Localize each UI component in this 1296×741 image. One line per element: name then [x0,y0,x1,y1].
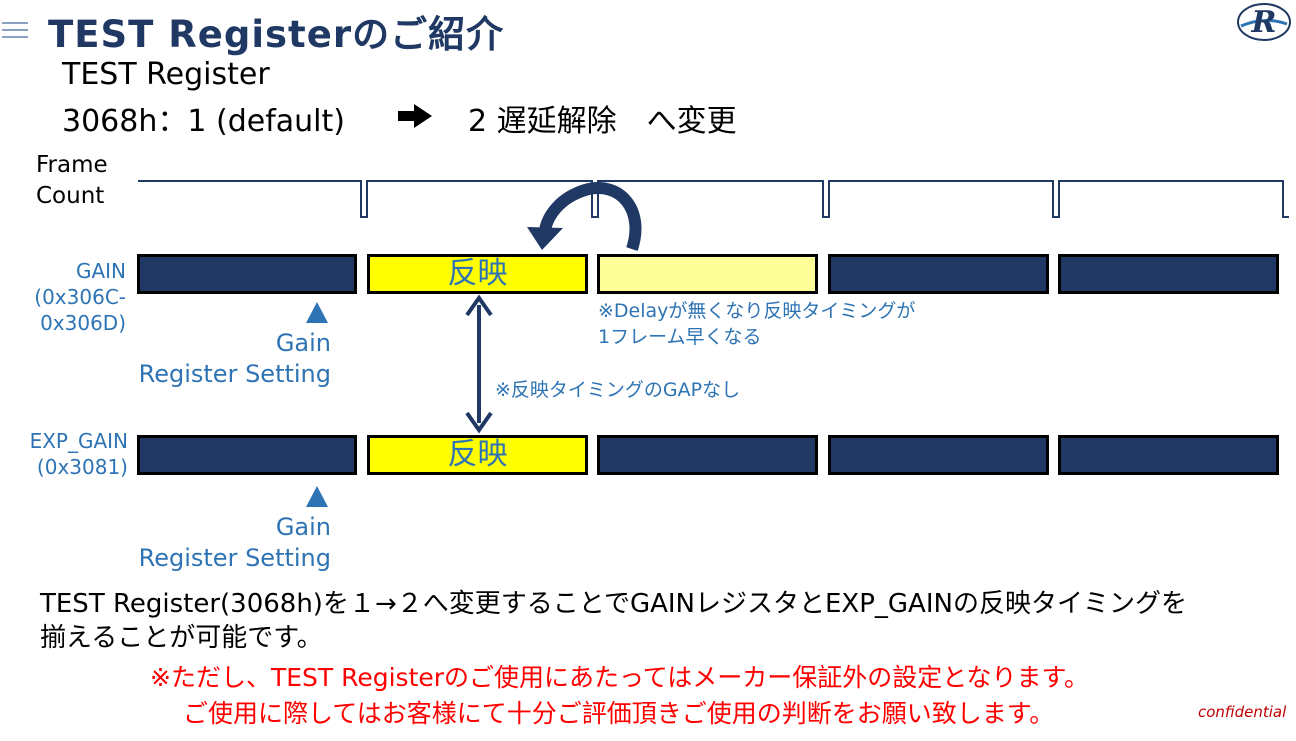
subtitle-line2-left: 3068h：1 (default) [62,104,345,139]
curved-arrow-head [527,227,563,250]
exp-gain-frame-box-reflect: 反映 [367,435,588,475]
exp-gain-frame-box [1058,435,1279,475]
description-line2: 揃えることが可能です。 [40,623,323,653]
svg-text:R: R [1251,5,1277,40]
frame-count-label: Frame Count [36,152,108,209]
right-arrow-icon [398,104,432,132]
gap-note: ※反映タイミングのGAPなし [495,379,741,401]
subtitle-line2-right: 2 遅延解除 へ変更 [468,104,737,139]
up-triangle-icon [306,486,328,507]
gain-frame-box [1058,254,1279,294]
gain-frame-box [828,254,1049,294]
gain-register-setting-label: Gain Register Setting [138,329,331,388]
frame-count-waveform [138,180,1289,218]
gain-frame-box-pale [597,254,818,294]
subtitle-line1: TEST Register [62,57,270,92]
exp-gain-frame-box [828,435,1049,475]
warning-line2: ご使用に際してはお客様にて十分ご評価頂きご使用の判断をお願い致します。 [183,699,1055,728]
exp-gain-register-label: EXP_GAIN (0x3081) [29,429,128,479]
warning-line1: ※ただし、TEST Registerのご使用にあたってはメーカー保証外の設定とな… [150,663,1090,692]
company-logo: R [1237,2,1291,42]
exp-gain-register-setting-label: Gain Register Setting [138,513,331,572]
menu-icon[interactable] [2,22,28,43]
up-triangle-icon [306,302,328,323]
gain-frame-box [137,254,357,294]
exp-gain-frame-box [597,435,818,475]
gain-register-label: GAIN (0x306C- 0x306D) [34,259,126,335]
delay-note: ※Delayが無くなり反映タイミングが 1フレーム早くなる [598,300,916,348]
gain-frame-box-reflect: 反映 [367,254,588,294]
page-title: TEST Registerのご紹介 [48,13,505,56]
description-line1: TEST Register(3068h)を１→２へ変更することでGAINレジスタ… [40,589,1187,619]
confidential-mark: confidential [1198,703,1287,721]
exp-gain-frame-box [137,435,357,475]
